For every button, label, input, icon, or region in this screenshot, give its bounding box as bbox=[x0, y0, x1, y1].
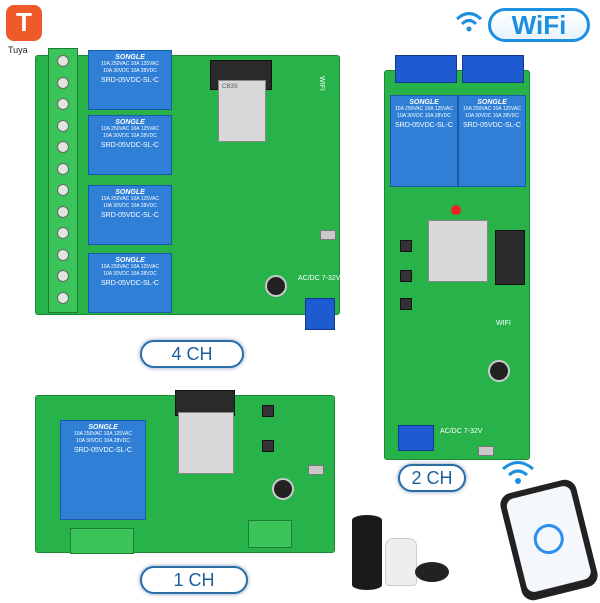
cb3s-module bbox=[178, 412, 234, 474]
relay-model: SRD-05VDC-SL-C bbox=[74, 447, 132, 454]
relay-rating: 10A 30VDC 10A 28VDC bbox=[103, 68, 157, 74]
button bbox=[400, 270, 412, 282]
label-2ch: 2 CH bbox=[398, 464, 466, 492]
capacitor bbox=[272, 478, 294, 500]
smart-speaker-dot bbox=[415, 562, 449, 582]
wifi-antenna-module bbox=[175, 390, 235, 416]
relay-brand: SONGLE bbox=[115, 257, 145, 264]
board-4ch bbox=[35, 55, 340, 315]
terminal-block-2ch-b bbox=[462, 55, 524, 83]
relay-rating: 10A 30VDC 10A 28VDC bbox=[103, 133, 157, 139]
relay-brand: SONGLE bbox=[115, 119, 145, 126]
usb-port bbox=[478, 446, 494, 456]
wifi-badge: WiFi bbox=[488, 8, 590, 42]
screw bbox=[57, 227, 69, 239]
wifi-antenna-module bbox=[495, 230, 525, 285]
relay-brand: SONGLE bbox=[88, 424, 118, 431]
screw bbox=[57, 98, 69, 110]
relay-model: SRD-05VDC-SL-C bbox=[101, 77, 159, 84]
status-led bbox=[451, 205, 461, 215]
smartphone bbox=[497, 477, 600, 603]
relay-rating: 10A 250VAC 10A 125VAC bbox=[101, 126, 159, 132]
relay-rating: 10A 250VAC 10A 125VAC bbox=[101, 264, 159, 270]
relay-model: SRD-05VDC-SL-C bbox=[101, 280, 159, 287]
smart-speaker-home bbox=[385, 538, 417, 586]
terminal-block-4ch bbox=[48, 48, 78, 313]
silk-wifi: WIFI bbox=[317, 76, 325, 91]
relay-model: SRD-05VDC-SL-C bbox=[463, 122, 521, 129]
capacitor bbox=[265, 275, 287, 297]
usb-port bbox=[308, 465, 324, 475]
tuya-logo: T bbox=[6, 5, 42, 41]
silk-power: AC/DC 7-32V bbox=[298, 275, 341, 282]
button bbox=[262, 405, 274, 417]
relay-rating: 10A 250VAC 10A 125VAC bbox=[463, 106, 521, 112]
relay-rating: 10A 250VAC 10A 125VAC bbox=[74, 431, 132, 437]
label-1ch: 1 CH bbox=[140, 566, 248, 594]
silk-power: AC/DC 7-32V bbox=[440, 428, 483, 435]
relay-rating: 10A 30VDC 10A 28VDC bbox=[76, 438, 130, 444]
relay-rating: 10A 30VDC 10A 28VDC bbox=[397, 113, 451, 119]
button bbox=[400, 240, 412, 252]
relay-model: SRD-05VDC-SL-C bbox=[101, 142, 159, 149]
relay-model: SRD-05VDC-SL-C bbox=[395, 122, 453, 129]
screw bbox=[57, 141, 69, 153]
relay-rating: 10A 30VDC 10A 28VDC bbox=[103, 271, 157, 277]
module-label: CB3S bbox=[222, 84, 238, 90]
screw bbox=[57, 270, 69, 282]
silk-wifi: WIFI bbox=[496, 320, 511, 327]
relay-rating: 10A 250VAC 10A 125VAC bbox=[101, 196, 159, 202]
relay-brand: SONGLE bbox=[115, 189, 145, 196]
screw bbox=[57, 119, 69, 132]
relay-rating: 10A 30VDC 10A 28VDC bbox=[465, 113, 519, 119]
smart-speaker-echo bbox=[352, 515, 382, 590]
power-terminal bbox=[398, 425, 434, 451]
button bbox=[262, 440, 274, 452]
screw bbox=[57, 205, 69, 218]
screw bbox=[57, 76, 69, 89]
screw bbox=[57, 291, 69, 304]
screw bbox=[57, 55, 69, 67]
capacitor bbox=[488, 360, 510, 382]
relay-brand: SONGLE bbox=[115, 54, 145, 61]
relay-brand: SONGLE bbox=[477, 99, 507, 106]
relay-rating: 10A 250VAC 10A 125VAC bbox=[101, 61, 159, 67]
esp-module bbox=[428, 220, 488, 282]
wifi-icon bbox=[502, 461, 534, 484]
screw bbox=[57, 248, 69, 261]
phone-screen bbox=[505, 484, 593, 594]
wifi-icon bbox=[455, 12, 483, 32]
power-toggle-icon bbox=[530, 520, 567, 558]
tuya-label: Tuya bbox=[8, 45, 28, 55]
cb3s-module: CB3S bbox=[218, 80, 266, 142]
screw bbox=[57, 162, 69, 175]
relay-brand: SONGLE bbox=[409, 99, 439, 106]
power-terminal bbox=[305, 298, 335, 330]
relay-rating: 10A 250VAC 10A 125VAC bbox=[395, 106, 453, 112]
power-terminal bbox=[248, 520, 292, 548]
relay-model: SRD-05VDC-SL-C bbox=[101, 212, 159, 219]
relay-rating: 10A 30VDC 10A 28VDC bbox=[103, 203, 157, 209]
terminal-block-2ch-a bbox=[395, 55, 457, 83]
label-4ch: 4 CH bbox=[140, 340, 244, 368]
terminal-block-1ch bbox=[70, 528, 134, 554]
usb-port bbox=[320, 230, 336, 240]
screw bbox=[57, 184, 69, 196]
button bbox=[400, 298, 412, 310]
